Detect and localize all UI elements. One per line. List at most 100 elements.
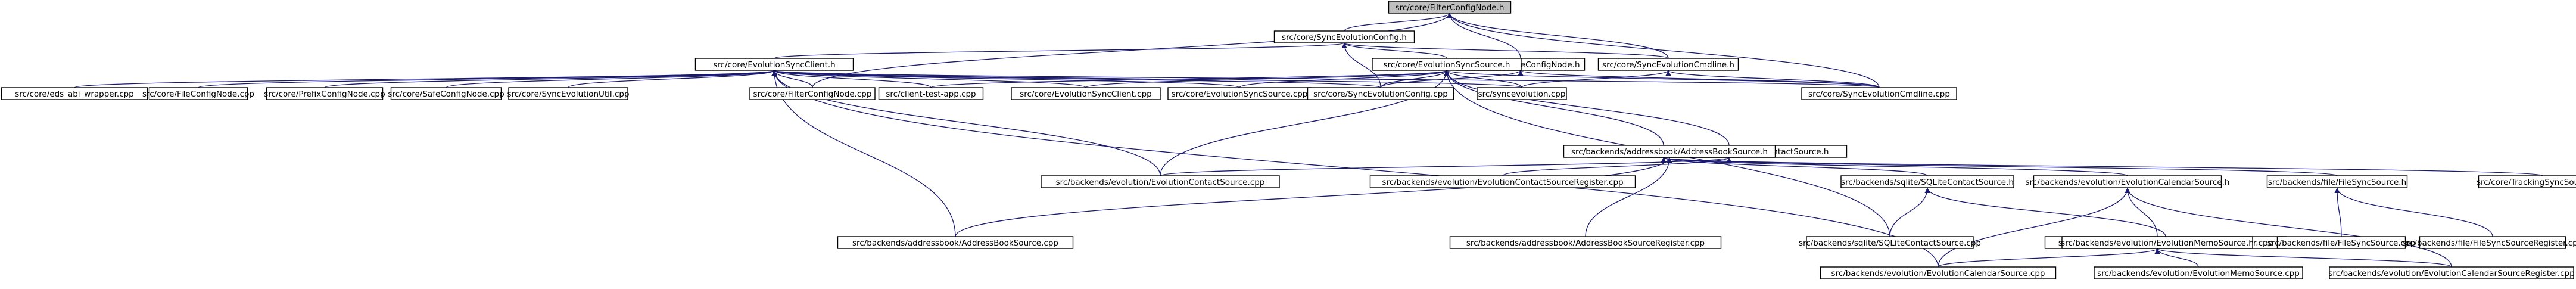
node-label: src/backends/file/FileSyncSource.cpp bbox=[2267, 238, 2415, 248]
graph-edge bbox=[1444, 70, 1730, 146]
graph-node-src-core-syncevolutionconfig-h[interactable]: src/core/SyncEvolutionConfig.h bbox=[1273, 30, 1415, 43]
node-box bbox=[1820, 266, 2057, 279]
graph-edge bbox=[1661, 157, 1928, 176]
node-box bbox=[1369, 175, 1636, 188]
node-box bbox=[1, 87, 148, 100]
graph-node-src-backends-addressbook-addressbooksourceregister-cpp[interactable]: src/backends/addressbook/AddressBookSour… bbox=[1449, 236, 1722, 249]
graph-edge bbox=[324, 70, 777, 88]
graph-edge bbox=[1447, 13, 1521, 59]
node-box bbox=[1041, 175, 1280, 188]
graph-node-src-backends-evolution-evolutioncalendarsourceregister-cpp[interactable]: src/backends/evolution/EvolutionCalendar… bbox=[2328, 266, 2575, 279]
node-label: src/backends/evolution/EvolutionContactS… bbox=[1382, 178, 1623, 187]
graph-node-src-backends-evolution-evolutionmemosource-cpp[interactable]: src/backends/evolution/EvolutionMemoSour… bbox=[2094, 266, 2303, 279]
node-box bbox=[1806, 236, 1974, 249]
node-label: src/backends/evolution/EvolutionMemoSour… bbox=[2097, 269, 2300, 278]
graph-edge bbox=[1444, 70, 1522, 88]
graph-node-src-core-evolutionsyncclient-cpp[interactable]: src/core/EvolutionSyncClient.cpp bbox=[1011, 87, 1161, 100]
node-label: src/syncevolution.cpp bbox=[1478, 89, 1566, 99]
graph-node-src-backends-evolution-evolutionmemosource-h[interactable]: src/backends/evolution/EvolutionMemoSour… bbox=[2061, 236, 2254, 249]
graph-node-src-backends-evolution-evolutioncontactsource-cpp[interactable]: src/backends/evolution/EvolutionContactS… bbox=[1041, 175, 1280, 188]
node-label: src/core/SyncEvolutionCmdline.h bbox=[1602, 60, 1734, 70]
node-box bbox=[148, 87, 248, 100]
graph-edge bbox=[1344, 13, 1453, 32]
graph-edge bbox=[1447, 13, 1669, 59]
node-label: src/backends/file/FileSyncSourceRegister… bbox=[2403, 238, 2576, 248]
graph-edge bbox=[1380, 70, 1450, 88]
graph-edge bbox=[1661, 157, 2338, 176]
graph-edge bbox=[1585, 157, 1672, 237]
node-box bbox=[878, 87, 984, 100]
graph-node-src-backends-file-filesyncsource-cpp[interactable]: src/backends/file/FileSyncSource.cpp bbox=[2267, 236, 2415, 249]
node-box bbox=[2478, 175, 2576, 188]
node-label: src/core/SyncEvolutionUtil.cpp bbox=[507, 89, 629, 99]
node-label: src/core/SyncEvolutionCmdline.cpp bbox=[1808, 89, 1950, 99]
graph-node-src-core-syncevolutioncmdline-cpp[interactable]: src/core/SyncEvolutionCmdline.cpp bbox=[1801, 87, 1957, 100]
graph-edge bbox=[198, 70, 777, 88]
graph-node-src-backends-evolution-evolutioncontactsourceregister-cpp[interactable]: src/backends/evolution/EvolutionContactS… bbox=[1369, 175, 1636, 188]
graph-edge bbox=[771, 70, 1240, 88]
graph-edge bbox=[1085, 70, 1450, 88]
graph-edge bbox=[1160, 70, 1450, 176]
node-box bbox=[2329, 266, 2574, 279]
graph-edge bbox=[2125, 187, 2452, 268]
graph-node-src-core-prefixconfignode-cpp[interactable]: src/core/PrefixConfigNode.cpp bbox=[264, 87, 385, 100]
node-label: src/core/TrackingSyncSource.cpp bbox=[2477, 178, 2576, 187]
node-box bbox=[2033, 175, 2222, 188]
node-label: src/backends/addressbook/AddressBookSour… bbox=[1466, 238, 1705, 248]
graph-node-src-syncevolution-cpp[interactable]: src/syncevolution.cpp bbox=[1477, 87, 1567, 100]
node-label: src/core/EvolutionSyncSource.cpp bbox=[1172, 89, 1308, 99]
node-label: src/client-test-app.cpp bbox=[886, 89, 976, 99]
graph-node-src-core-syncevolutioncmdline-h[interactable]: src/core/SyncEvolutionCmdline.h bbox=[1597, 58, 1739, 71]
graph-edge bbox=[1924, 187, 2166, 237]
graph-node-src-backends-sqlite-sqlitecontactsource-h[interactable]: src/backends/sqlite/SQLiteContactSource.… bbox=[1840, 175, 2014, 188]
node-box bbox=[266, 87, 384, 100]
graph-node-src-backends-evolution-evolutioncalendarsource-h[interactable]: src/backends/evolution/EvolutionCalendar… bbox=[2025, 175, 2230, 188]
graph-node-src-backends-file-filesyncsource-h[interactable]: src/backends/file/FileSyncSource.h bbox=[2266, 175, 2408, 188]
graph-node-src-core-fileconfignode-cpp[interactable]: src/core/FileConfigNode.cpp bbox=[142, 87, 254, 100]
graph-edge bbox=[774, 42, 1347, 59]
node-box bbox=[2061, 236, 2253, 249]
graph-node-src-backends-addressbook-addressbooksource-h[interactable]: src/backends/addressbook/AddressBookSour… bbox=[1563, 145, 1776, 158]
node-label: src/core/SafeConfigNode.cpp bbox=[388, 89, 504, 99]
graph-edge bbox=[1665, 70, 1880, 88]
graph-node-src-backends-addressbook-addressbooksource-cpp[interactable]: src/backends/addressbook/AddressBookSour… bbox=[837, 236, 1074, 249]
node-label: src/backends/evolution/EvolutionMemoSour… bbox=[2061, 238, 2254, 248]
graph-node-src-core-filterconfignode-h: src/core/FilterConfigNode.h bbox=[1388, 1, 1512, 14]
graph-edge bbox=[772, 70, 1880, 88]
graph-node-src-core-syncevolutionconfig-cpp[interactable]: src/core/SyncEvolutionConfig.cpp bbox=[1307, 87, 1454, 100]
graph-node-src-core-safeconfignode-cpp[interactable]: src/core/SafeConfigNode.cpp bbox=[388, 87, 504, 100]
graph-node-src-core-evolutionsyncclient-h[interactable]: src/core/EvolutionSyncClient.h bbox=[694, 58, 854, 71]
node-label: src/core/EvolutionSyncClient.h bbox=[713, 60, 835, 70]
graph-node-src-core-syncevolutionutil-cpp[interactable]: src/core/SyncEvolutionUtil.cpp bbox=[507, 87, 630, 100]
graph-node-src-core-trackingsyncsource-cpp[interactable]: src/core/TrackingSyncSource.cpp bbox=[2477, 175, 2576, 188]
graph-node-src-backends-evolution-evolutioncalendarsource-cpp[interactable]: src/backends/evolution/EvolutionCalendar… bbox=[1820, 266, 2057, 279]
node-label: src/core/FilterConfigNode.cpp bbox=[753, 89, 872, 99]
node-box bbox=[2266, 175, 2408, 188]
node-box bbox=[2419, 236, 2566, 249]
graph-edge bbox=[1661, 157, 2128, 176]
graph-edge bbox=[1444, 70, 1880, 88]
graph-edge bbox=[772, 70, 1522, 88]
graph-edge bbox=[1447, 13, 1880, 88]
graph-edge bbox=[1341, 42, 1447, 59]
node-box bbox=[694, 58, 854, 71]
graph-edge bbox=[1521, 70, 1671, 88]
node-label: src/backends/evolution/EvolutionCalendar… bbox=[1831, 269, 2045, 278]
graph-node-src-core-evolutionsyncsource-h[interactable]: src/core/EvolutionSyncSource.h bbox=[1372, 58, 1522, 71]
node-box bbox=[1840, 175, 2014, 188]
graph-node-src-core-eds-abi-wrapper-cpp[interactable]: src/core/eds_abi_wrapper.cpp bbox=[1, 87, 148, 100]
graph-node-src-core-evolutionsyncsource-cpp[interactable]: src/core/EvolutionSyncSource.cpp bbox=[1167, 87, 1312, 100]
graph-edge bbox=[1938, 248, 2160, 268]
graph-node-src-client-test-app-cpp[interactable]: src/client-test-app.cpp bbox=[878, 87, 984, 100]
graph-edge bbox=[1341, 42, 1381, 88]
node-label: src/backends/addressbook/AddressBookSour… bbox=[1571, 147, 1768, 157]
graph-edge bbox=[1160, 157, 1731, 176]
graph-node-src-backends-sqlite-sqlitecontactsource-cpp[interactable]: src/backends/sqlite/SQLiteContactSource.… bbox=[1799, 236, 1981, 249]
graph-node-src-core-filterconfignode-cpp[interactable]: src/core/FilterConfigNode.cpp bbox=[749, 87, 876, 100]
graph-node-src-backends-file-filesyncsourceregister-cpp[interactable]: src/backends/file/FileSyncSourceRegister… bbox=[2403, 236, 2576, 249]
node-label: src/backends/evolution/EvolutionCalendar… bbox=[2328, 269, 2574, 278]
graph-edge bbox=[1341, 42, 1669, 59]
graph-edge bbox=[771, 70, 1161, 176]
graph-edge bbox=[930, 70, 1449, 88]
graph-edges bbox=[74, 13, 2543, 268]
